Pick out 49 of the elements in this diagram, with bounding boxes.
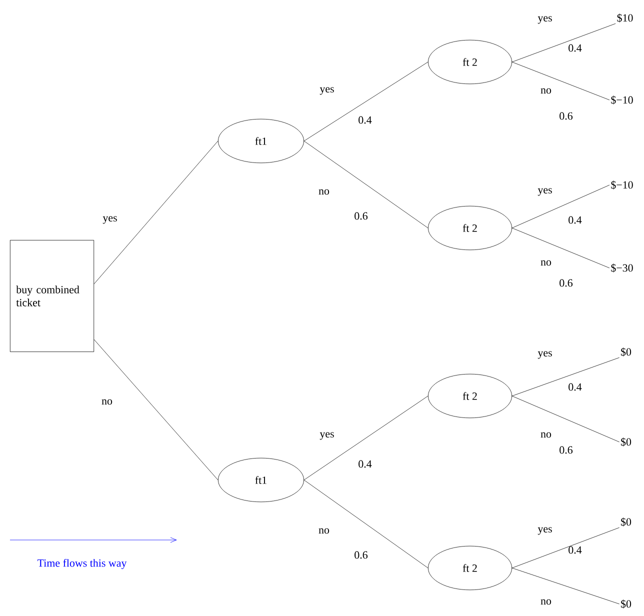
probability-label: 0.6	[354, 212, 368, 220]
edge-label: yes	[318, 86, 336, 96]
payoff-text: $0	[621, 600, 632, 608]
edge-label: no	[540, 87, 552, 95]
edge-label: no	[100, 398, 114, 406]
payoff-text: $0	[621, 348, 632, 356]
branch-line	[94, 140, 218, 284]
edge-label: yes	[536, 15, 554, 25]
payoff-text: $−30	[611, 264, 633, 272]
branch-line	[512, 396, 620, 442]
branch-line	[512, 184, 610, 228]
probability-label: 0.6	[560, 112, 573, 120]
branch-line	[512, 357, 620, 396]
branch-line	[304, 480, 428, 568]
edge-label: yes	[318, 431, 336, 441]
edge-label: yes	[536, 187, 554, 197]
branch-line	[512, 23, 616, 62]
payoff-text: $0	[621, 438, 632, 446]
decision-box: buy combined ticket	[10, 240, 94, 352]
probability-label: 0.6	[354, 551, 368, 559]
probability-label: 0.6	[560, 279, 573, 287]
branch-line	[512, 62, 610, 100]
probability-label: 0.4	[568, 216, 582, 224]
edge-label: no	[318, 188, 330, 196]
edge-label: yes	[536, 350, 554, 360]
branch-line	[304, 62, 428, 142]
probability-label: 0.4	[358, 460, 372, 468]
probability-label: 0.4	[358, 116, 372, 124]
probability-label: 0.4	[568, 546, 582, 554]
probability-label: 0.4	[568, 44, 582, 52]
note-text: Time flows this way	[38, 558, 127, 570]
edge-label: no	[540, 259, 552, 267]
branch-line	[512, 568, 620, 604]
probability-label: 0.4	[568, 383, 582, 391]
edge-label: no	[318, 527, 330, 535]
edge-label: yes	[536, 526, 554, 536]
branch-line	[94, 339, 218, 480]
branch-line	[304, 140, 428, 228]
payoff-text: $10	[617, 14, 633, 22]
edge-label: no	[540, 598, 552, 606]
payoff-text: $−10	[611, 96, 633, 104]
payoff-text: $0	[621, 518, 632, 526]
branch-line	[512, 228, 610, 268]
probability-label: 0.6	[560, 446, 573, 454]
branch-line	[512, 527, 620, 568]
payoff-text: $−10	[611, 180, 633, 190]
edge-label: no	[540, 431, 552, 439]
edge-label: yes	[102, 215, 118, 225]
branch-line	[304, 396, 428, 480]
